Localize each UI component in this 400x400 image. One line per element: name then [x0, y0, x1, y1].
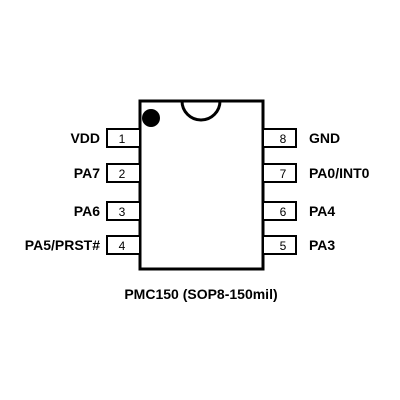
pin-pad — [262, 128, 297, 148]
pin-number: 5 — [280, 239, 287, 253]
pin-label: PA3 — [309, 237, 335, 253]
pin-number: 6 — [280, 205, 287, 219]
right-pin-6: 6 PA4 — [262, 201, 335, 221]
pin-label: PA4 — [309, 203, 335, 219]
pin-number: 3 — [119, 205, 126, 219]
pin-number: 7 — [280, 167, 287, 181]
pin-label: PA6 — [74, 203, 100, 219]
pin-label: GND — [309, 130, 340, 146]
pin-number: 4 — [119, 239, 126, 253]
left-pin-2: 2 PA7 — [74, 163, 141, 183]
pin-pad — [106, 163, 141, 183]
pin-label: PA7 — [74, 165, 100, 181]
pin-pad — [106, 235, 141, 255]
right-pin-5: 5 PA3 — [262, 235, 335, 255]
pin-pad — [106, 128, 141, 148]
pin-number: 1 — [119, 132, 126, 146]
pin-label: VDD — [70, 130, 100, 146]
pin-label: PA5/PRST# — [25, 237, 100, 253]
chip-body — [138, 99, 265, 271]
left-pin-4: 4 PA5/PRST# — [25, 235, 141, 255]
left-pin-1: 1 VDD — [70, 128, 141, 148]
pin-1-dot — [142, 109, 160, 127]
pin-number: 2 — [119, 167, 126, 181]
package-caption: PMC150 (SOP8-150mil) — [124, 286, 277, 302]
pin-label: PA0/INT0 — [309, 165, 370, 181]
pin-pad — [262, 163, 297, 183]
left-pin-3: 3 PA6 — [74, 201, 141, 221]
pin-pad — [262, 201, 297, 221]
orientation-notch — [180, 100, 222, 122]
right-pin-8: 8 GND — [262, 128, 340, 148]
pin-pad — [262, 235, 297, 255]
right-pin-7: 7 PA0/INT0 — [262, 163, 370, 183]
pin-pad — [106, 201, 141, 221]
pin-number: 8 — [280, 132, 287, 146]
